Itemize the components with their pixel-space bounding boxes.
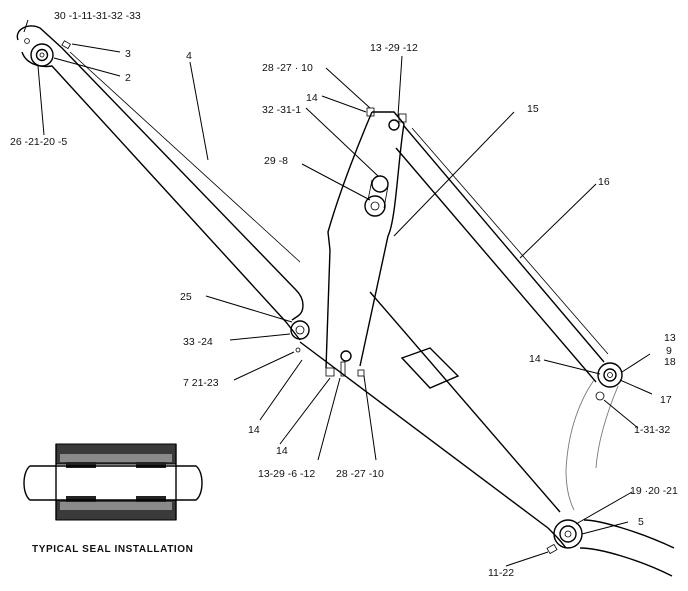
callout-14-mid: 14 bbox=[276, 445, 288, 457]
link-bar bbox=[395, 125, 609, 383]
callout-14-top: 14 bbox=[306, 92, 318, 104]
callout-1-31-32: 1-31-32 bbox=[634, 424, 670, 436]
callout-14-right: 14 bbox=[529, 353, 541, 365]
callout-7-21-23: 7 21-23 bbox=[183, 377, 219, 389]
seal-caption: TYPICAL SEAL INSTALLATION bbox=[32, 544, 193, 555]
callout-18: 18 bbox=[664, 356, 676, 368]
link-pin-right bbox=[595, 362, 623, 401]
callout-14-left: 14 bbox=[248, 424, 260, 436]
leader-lines bbox=[23, 19, 653, 567]
callout-13-29-6-12: 13-29 -6 -12 bbox=[258, 468, 315, 480]
stick-arm bbox=[325, 111, 405, 369]
lower-stick-bolt bbox=[325, 350, 365, 377]
callout-2: 2 bbox=[125, 72, 131, 84]
callout-32-31-1: 32 -31-1 bbox=[262, 104, 301, 116]
callout-15: 15 bbox=[527, 103, 539, 115]
callout-33-24: 33 -24 bbox=[183, 336, 213, 348]
boom-arm bbox=[16, 25, 304, 341]
callout-3: 3 bbox=[125, 48, 131, 60]
stick-top-bolt bbox=[366, 107, 407, 131]
callout-5: 5 bbox=[638, 516, 644, 528]
callout-28-27-10-bottom: 28 -27 -10 bbox=[336, 468, 384, 480]
callout-11-22: 11-22 bbox=[488, 567, 514, 579]
stick-slot bbox=[364, 175, 389, 217]
mid-pivot bbox=[290, 320, 310, 353]
callout-13-29-12-top: 13 -29 -12 bbox=[370, 42, 418, 54]
callout-19-20-21: 19 ·20 -21 bbox=[630, 485, 678, 497]
seal-installation-inset bbox=[23, 443, 203, 521]
callout-4: 4 bbox=[186, 50, 192, 62]
bucket-frame bbox=[299, 291, 675, 577]
callout-17: 17 bbox=[660, 394, 672, 406]
callout-13: 13 bbox=[664, 332, 676, 344]
callout-28-27-10-top: 28 -27 · 10 bbox=[262, 62, 313, 74]
callout-25: 25 bbox=[180, 291, 192, 303]
callout-9: 9 bbox=[666, 345, 672, 357]
callout-16: 16 bbox=[598, 176, 610, 188]
callout-labels: 30 -1-11-31-32 -33 3 2 4 26 -21-20 -5 28… bbox=[10, 10, 678, 579]
top-left-pin bbox=[24, 38, 54, 67]
bucket-window bbox=[400, 347, 460, 389]
callout-left-pin: 26 -21-20 -5 bbox=[10, 136, 67, 148]
callout-top-left: 30 -1-11-31-32 -33 bbox=[54, 10, 141, 22]
bucket-pin bbox=[546, 519, 583, 555]
grease-fitting-top-left bbox=[61, 40, 72, 50]
callout-29-8: 29 -8 bbox=[264, 155, 288, 167]
